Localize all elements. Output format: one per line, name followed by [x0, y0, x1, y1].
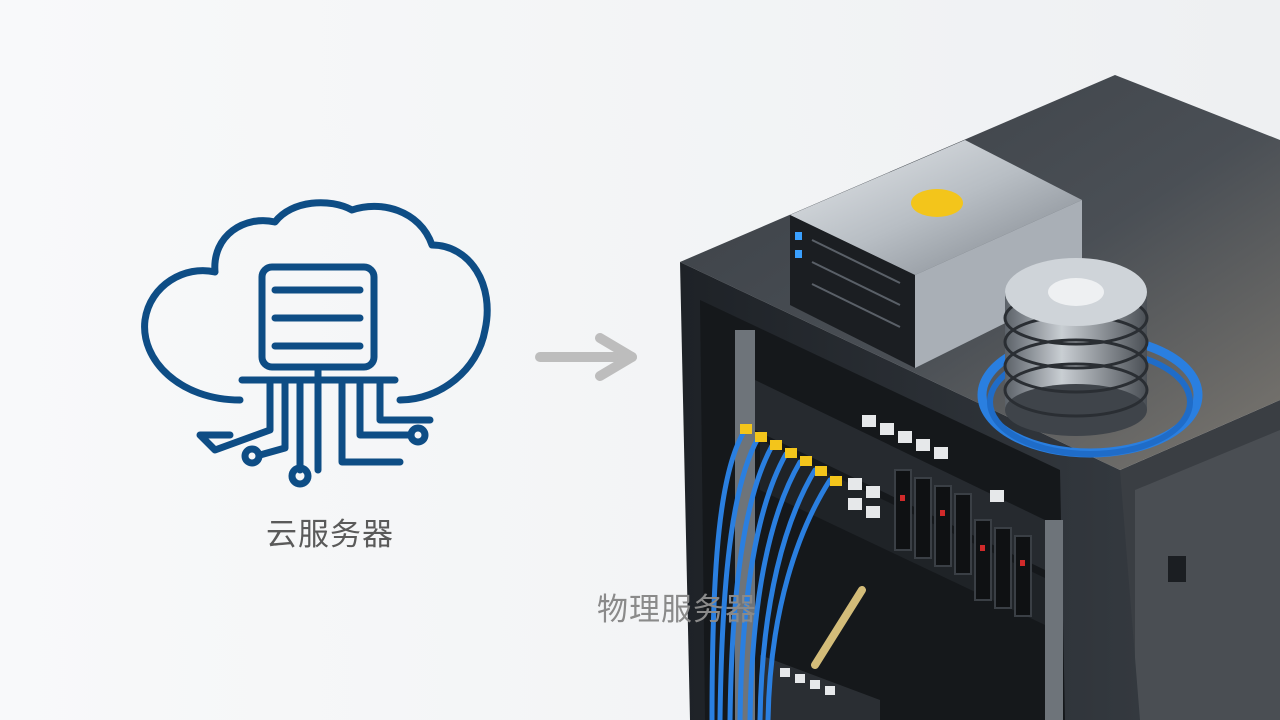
server-rack-photo: [680, 75, 1280, 720]
cloud-server-icon: [141, 199, 491, 488]
arrow-right-icon: [535, 333, 637, 381]
cloud-server-label: 云服务器: [266, 517, 394, 553]
physical-server-label: 物理服务器: [597, 592, 757, 628]
